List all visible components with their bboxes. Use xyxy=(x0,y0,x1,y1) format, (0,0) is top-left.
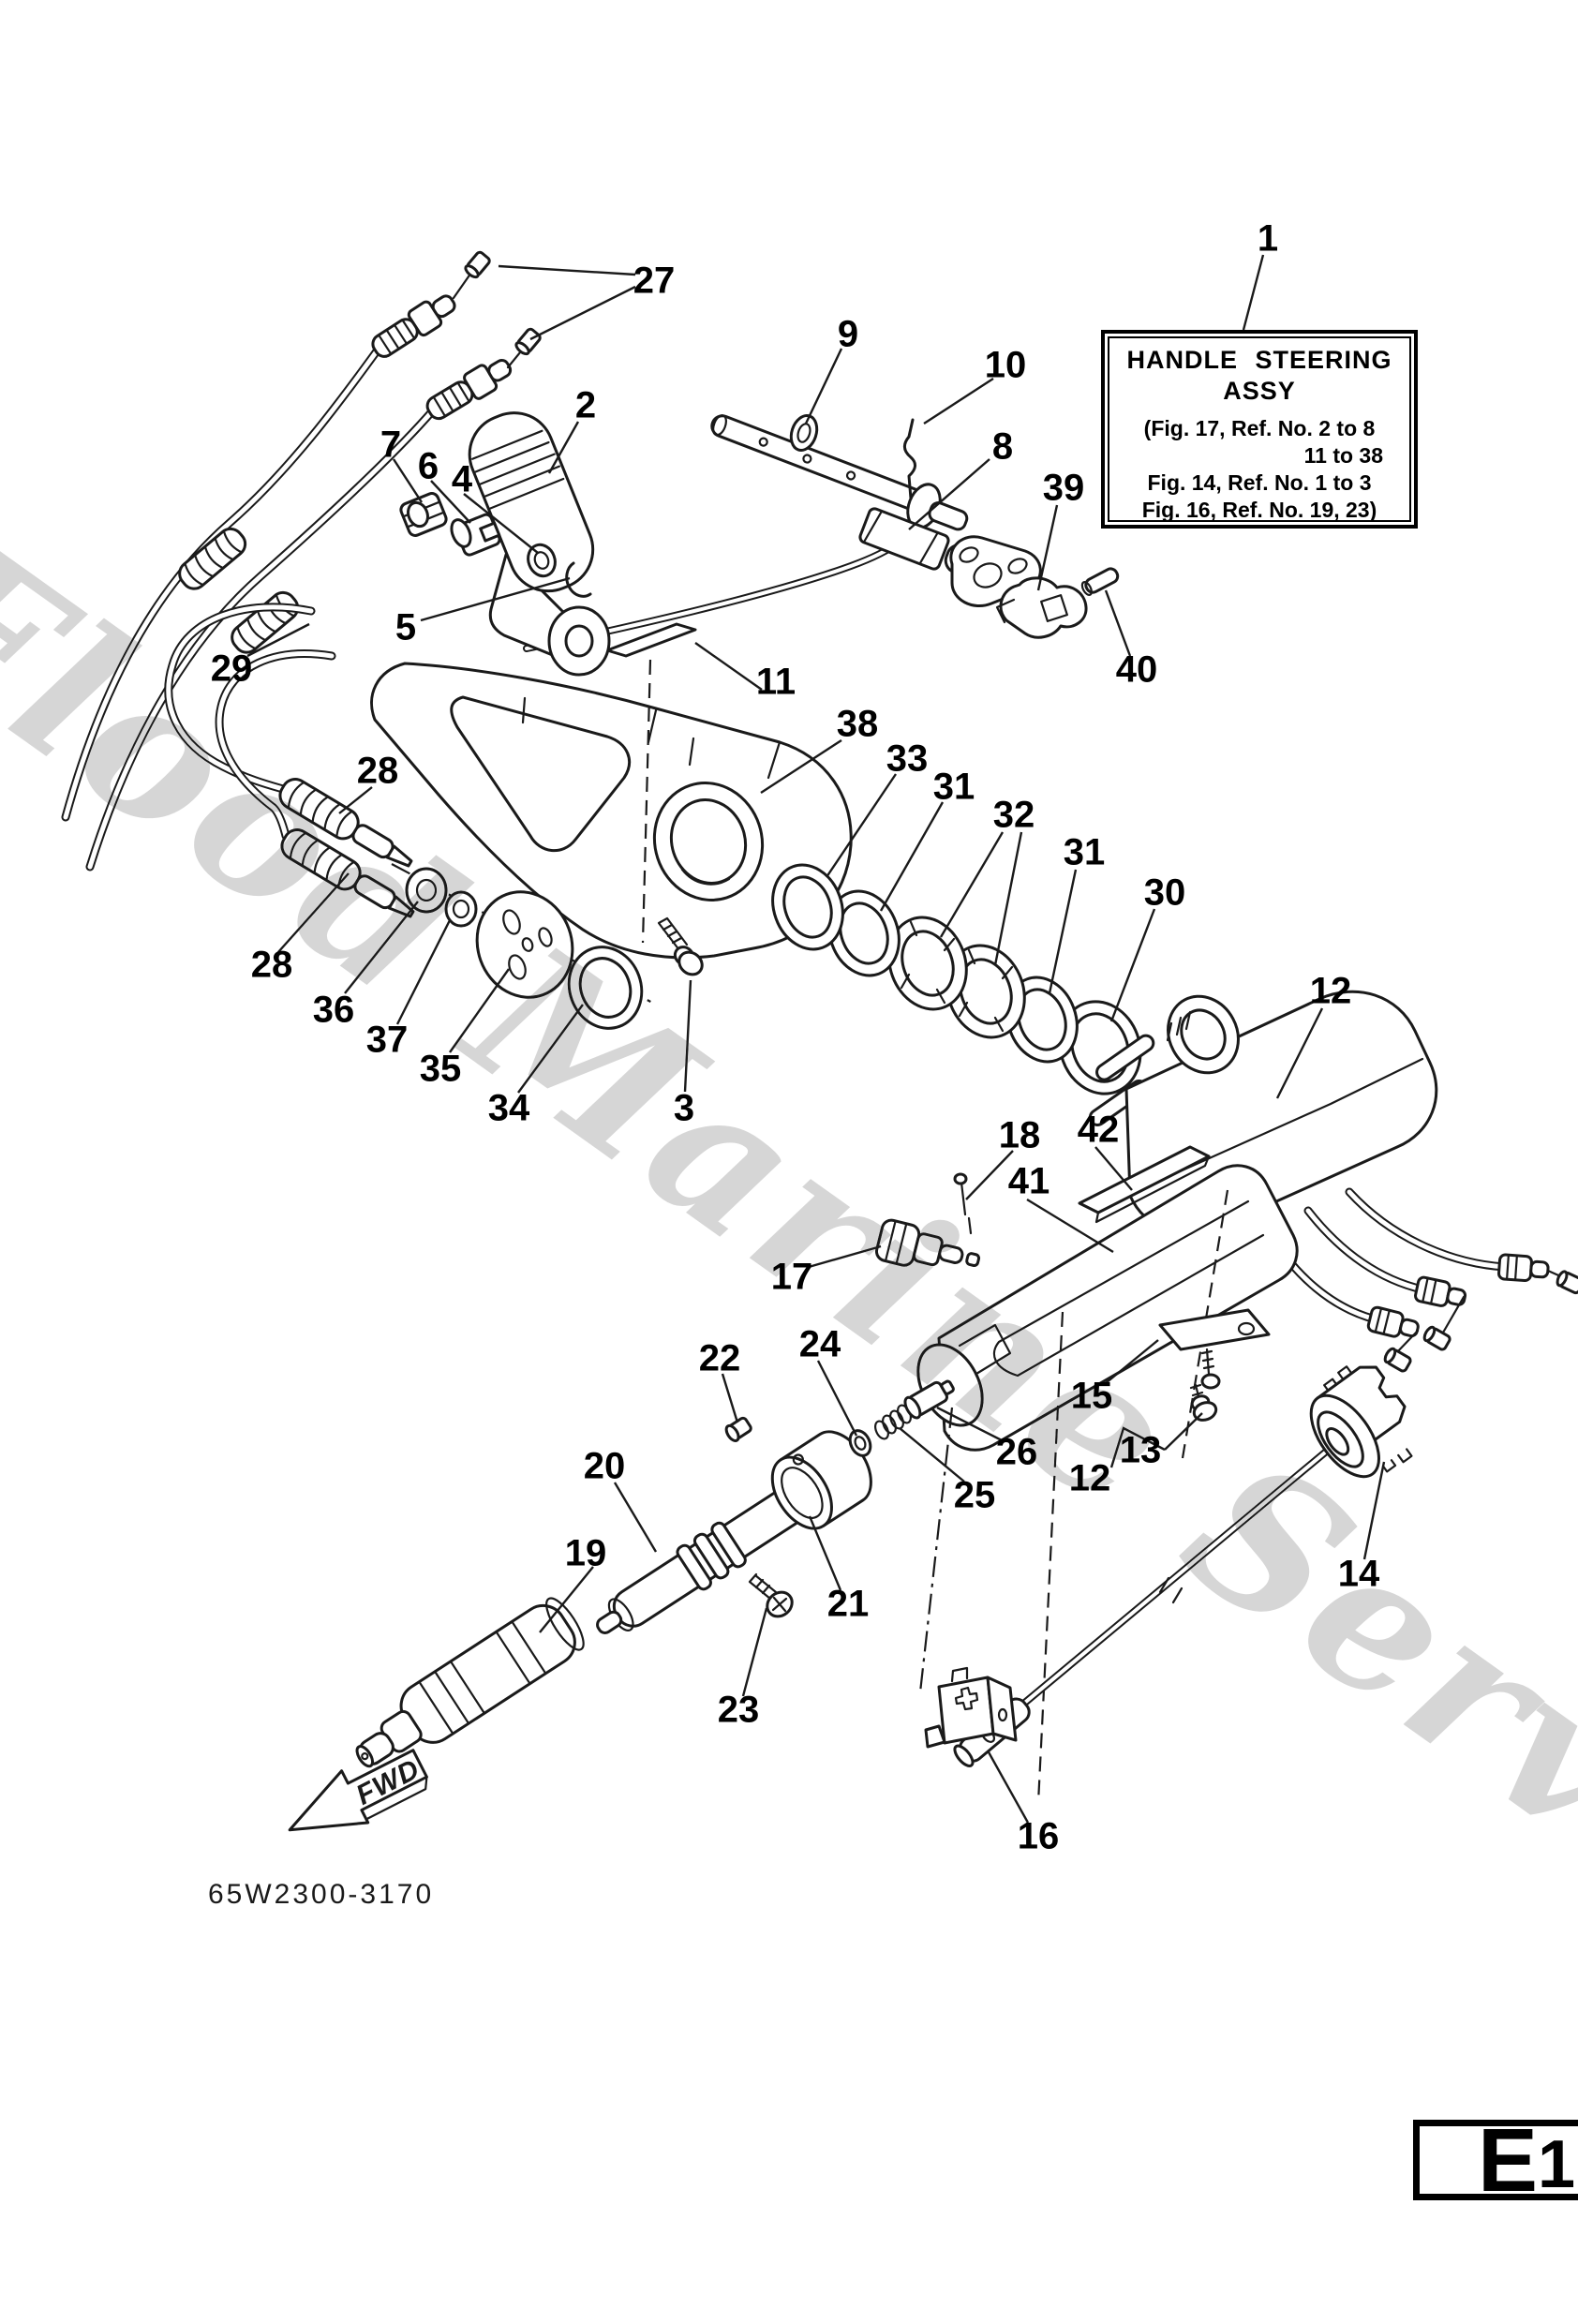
spacer-37 xyxy=(444,890,478,928)
ref-line-1: (Fig. 17, Ref. No. 2 to 8 xyxy=(1143,416,1376,440)
screw-23 xyxy=(748,1572,794,1618)
steering-friction-cables xyxy=(164,603,415,918)
handle-grip xyxy=(355,1597,585,1768)
throttle-cam-group xyxy=(858,507,1042,608)
lever-pivot-hardware xyxy=(399,492,592,598)
fwd-arrow: FWD xyxy=(288,1749,428,1832)
cable-adjuster xyxy=(371,294,456,358)
drawing-number: 65W2300-3170 xyxy=(208,1879,435,1910)
bolt-13 xyxy=(1189,1383,1218,1422)
ref-line-2: 11 to 38 xyxy=(1303,443,1383,468)
ref-line-4: Fig. 16, Ref. No. 19, 23) xyxy=(1141,498,1377,522)
throttle-cables xyxy=(61,250,542,872)
nut-36 xyxy=(405,867,448,914)
knurled-knob-14 xyxy=(1309,1365,1413,1479)
cable-spring-wrap xyxy=(178,527,247,590)
damper-ring-34 xyxy=(567,946,644,1030)
page-code-box: E 1 xyxy=(1413,2120,1578,2200)
shim-strip-11 xyxy=(605,622,697,658)
page-code-digit: 1 xyxy=(1538,2127,1576,2200)
cable-end-cap xyxy=(514,327,542,356)
title-box-inner: HANDLE STEERING ASSY (Fig. 17, Ref. No. … xyxy=(1108,336,1411,522)
title-line-1: HANDLE STEERING xyxy=(1126,346,1392,374)
adjust-bolt-26 xyxy=(903,1379,955,1420)
title-line-2: ASSY xyxy=(1223,377,1296,405)
tiller-bracket-housing xyxy=(370,622,853,960)
washer-33 xyxy=(771,863,844,951)
cable-end-cap xyxy=(464,250,491,279)
ref-line-3: Fig. 14, Ref. No. 1 to 3 xyxy=(1147,470,1372,495)
washer-4 xyxy=(527,543,557,578)
page-code-letter: E xyxy=(1478,2120,1539,2200)
snap-ring-5 xyxy=(565,561,592,598)
cable-spring-end xyxy=(278,777,413,868)
mount-plate-35 xyxy=(475,890,574,999)
wire-link-10 xyxy=(903,418,916,500)
tiller-housing xyxy=(874,1145,1299,1452)
leader-lines xyxy=(246,254,1386,1824)
screw-22 xyxy=(724,1416,752,1442)
pin-18 xyxy=(960,1181,973,1235)
throttle-shaft xyxy=(710,413,969,531)
washer-31 xyxy=(827,889,901,977)
clamp-block-16 xyxy=(924,1666,1018,1749)
bolt-3 xyxy=(657,916,704,976)
title-box: HANDLE STEERING ASSY (Fig. 17, Ref. No. … xyxy=(1101,330,1418,529)
cable-clamp-39 xyxy=(995,576,1088,639)
throttle-lever xyxy=(468,411,611,677)
mount-hardware xyxy=(391,863,704,1030)
bracket-15 xyxy=(1158,1308,1271,1351)
cable-fitting-17 xyxy=(874,1218,981,1268)
cable-bracket-hardware xyxy=(1109,1308,1271,1468)
pin-40 xyxy=(1080,567,1120,596)
throttle-shaft-assembly xyxy=(596,1379,955,1634)
cable-spring-end xyxy=(280,827,415,918)
group-bracket-12-13 xyxy=(1109,1426,1166,1468)
bushing-21 xyxy=(770,1430,872,1530)
washer-stack xyxy=(771,863,1142,1095)
